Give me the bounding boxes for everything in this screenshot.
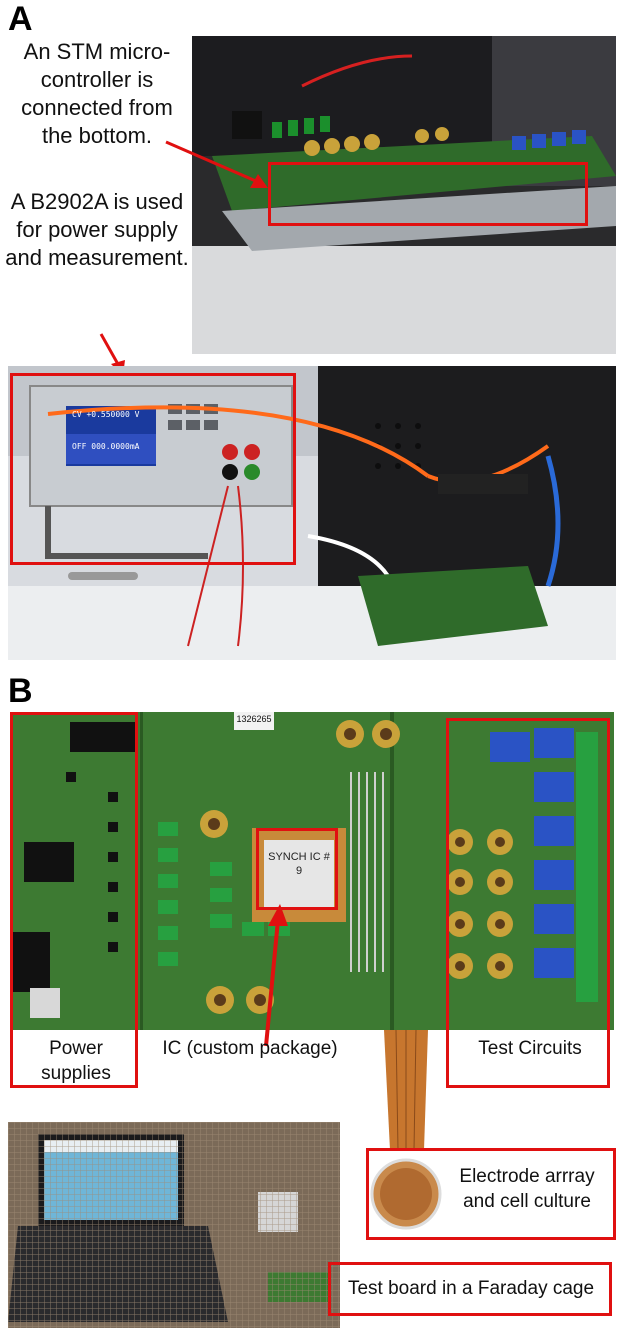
pcb-serial-label: 1326265	[236, 714, 272, 724]
ic-label: IC (custom package)	[162, 1038, 338, 1059]
instrument-readout-top: CV +0.550000 V	[72, 410, 140, 419]
instrument-readout-bottom: OFF 000.0000mA	[72, 442, 140, 451]
photo-bench-setup: CV +0.550000 V OFF 000.0000mA	[8, 366, 616, 660]
electrode-label: Electrode arrray and cell culture	[459, 1166, 595, 1212]
stm-highlight-box	[268, 162, 588, 226]
caption-stm: An STM micro-controller is connected fro…	[21, 39, 173, 148]
power-supplies-label: Power supplies	[41, 1038, 111, 1084]
panel-a-label: A	[8, 0, 33, 38]
caption-b2902a: A B2902A is used for power supply and me…	[5, 189, 189, 270]
photo-faraday-cage	[8, 1122, 340, 1328]
test-circuits-label: Test Circuits	[478, 1038, 582, 1059]
chip-label: SYNCH IC # 9	[268, 851, 330, 877]
arrow-ic	[264, 904, 288, 1047]
faraday-box	[328, 1262, 612, 1316]
b2902a-highlight-box	[10, 373, 296, 565]
faraday-label: Test board in a Faraday cage	[347, 1278, 595, 1299]
photo-electrode-array	[366, 1030, 446, 1232]
test-circuits-box	[446, 718, 610, 1088]
power-supplies-box	[10, 712, 138, 1088]
photo-stm-board	[192, 36, 616, 354]
panel-b-label: B	[8, 672, 33, 710]
ic-highlight-box	[256, 828, 338, 910]
electrode-box	[366, 1148, 616, 1240]
photo-pcb: 1326265 SYNCH IC # 9	[10, 712, 614, 1030]
arrow-stm	[165, 140, 268, 188]
